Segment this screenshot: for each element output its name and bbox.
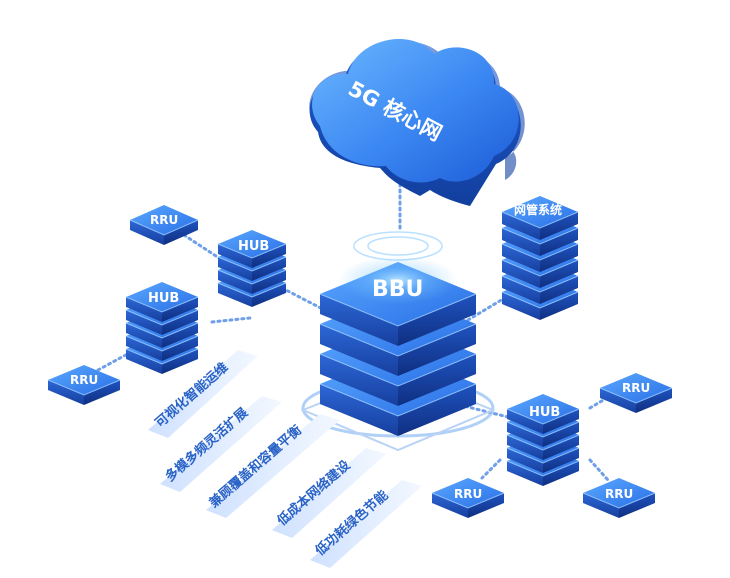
rru-right-bottom-layer [582,478,656,518]
link-bbu-nms [466,294,510,322]
rru-label-left: RRU [70,373,98,387]
hub-label-left: HUB [148,291,179,306]
rru-bottom: RRU [431,478,505,518]
rru-right-top: RRU [599,373,673,413]
rru-bottom-layer [431,478,505,518]
bbu-unit: BBU [300,231,496,452]
nms-layer [501,196,579,240]
rru-label-right-top: RRU [622,381,650,395]
hub-top: HUB [217,230,287,307]
hub-label-right: HUB [529,405,560,420]
rru-label-top-left: RRU [150,213,178,227]
hub-top-layer [217,230,287,268]
hub-right: HUB [506,394,580,486]
rru-left: RRU [47,365,121,405]
rru-label-bottom: RRU [454,487,482,501]
core-cloud: 5G 核心网 [309,39,525,206]
hub-left-layer [125,282,199,322]
hub-right-layer [506,394,580,434]
link-hub-mid [210,316,252,324]
nms-server: 网管系统 [501,196,579,320]
rru-label-right-bottom: RRU [605,487,633,501]
rru-top-left-layer [129,205,199,245]
rru-left-layer [47,365,121,405]
rru-right-top-layer [599,373,673,413]
hub-left: HUB [125,282,199,374]
nms-label: 网管系统 [514,202,562,217]
rru-right-bottom: RRU [582,478,656,518]
bbu-label: BBU [372,277,423,302]
rru-top-left: RRU [129,205,199,245]
link-hub-rru-right-bottom [588,458,610,482]
hub-label-top: HUB [238,239,269,254]
link-rru-hub-top [182,233,224,262]
link-hub-rru-bottom [480,458,502,480]
